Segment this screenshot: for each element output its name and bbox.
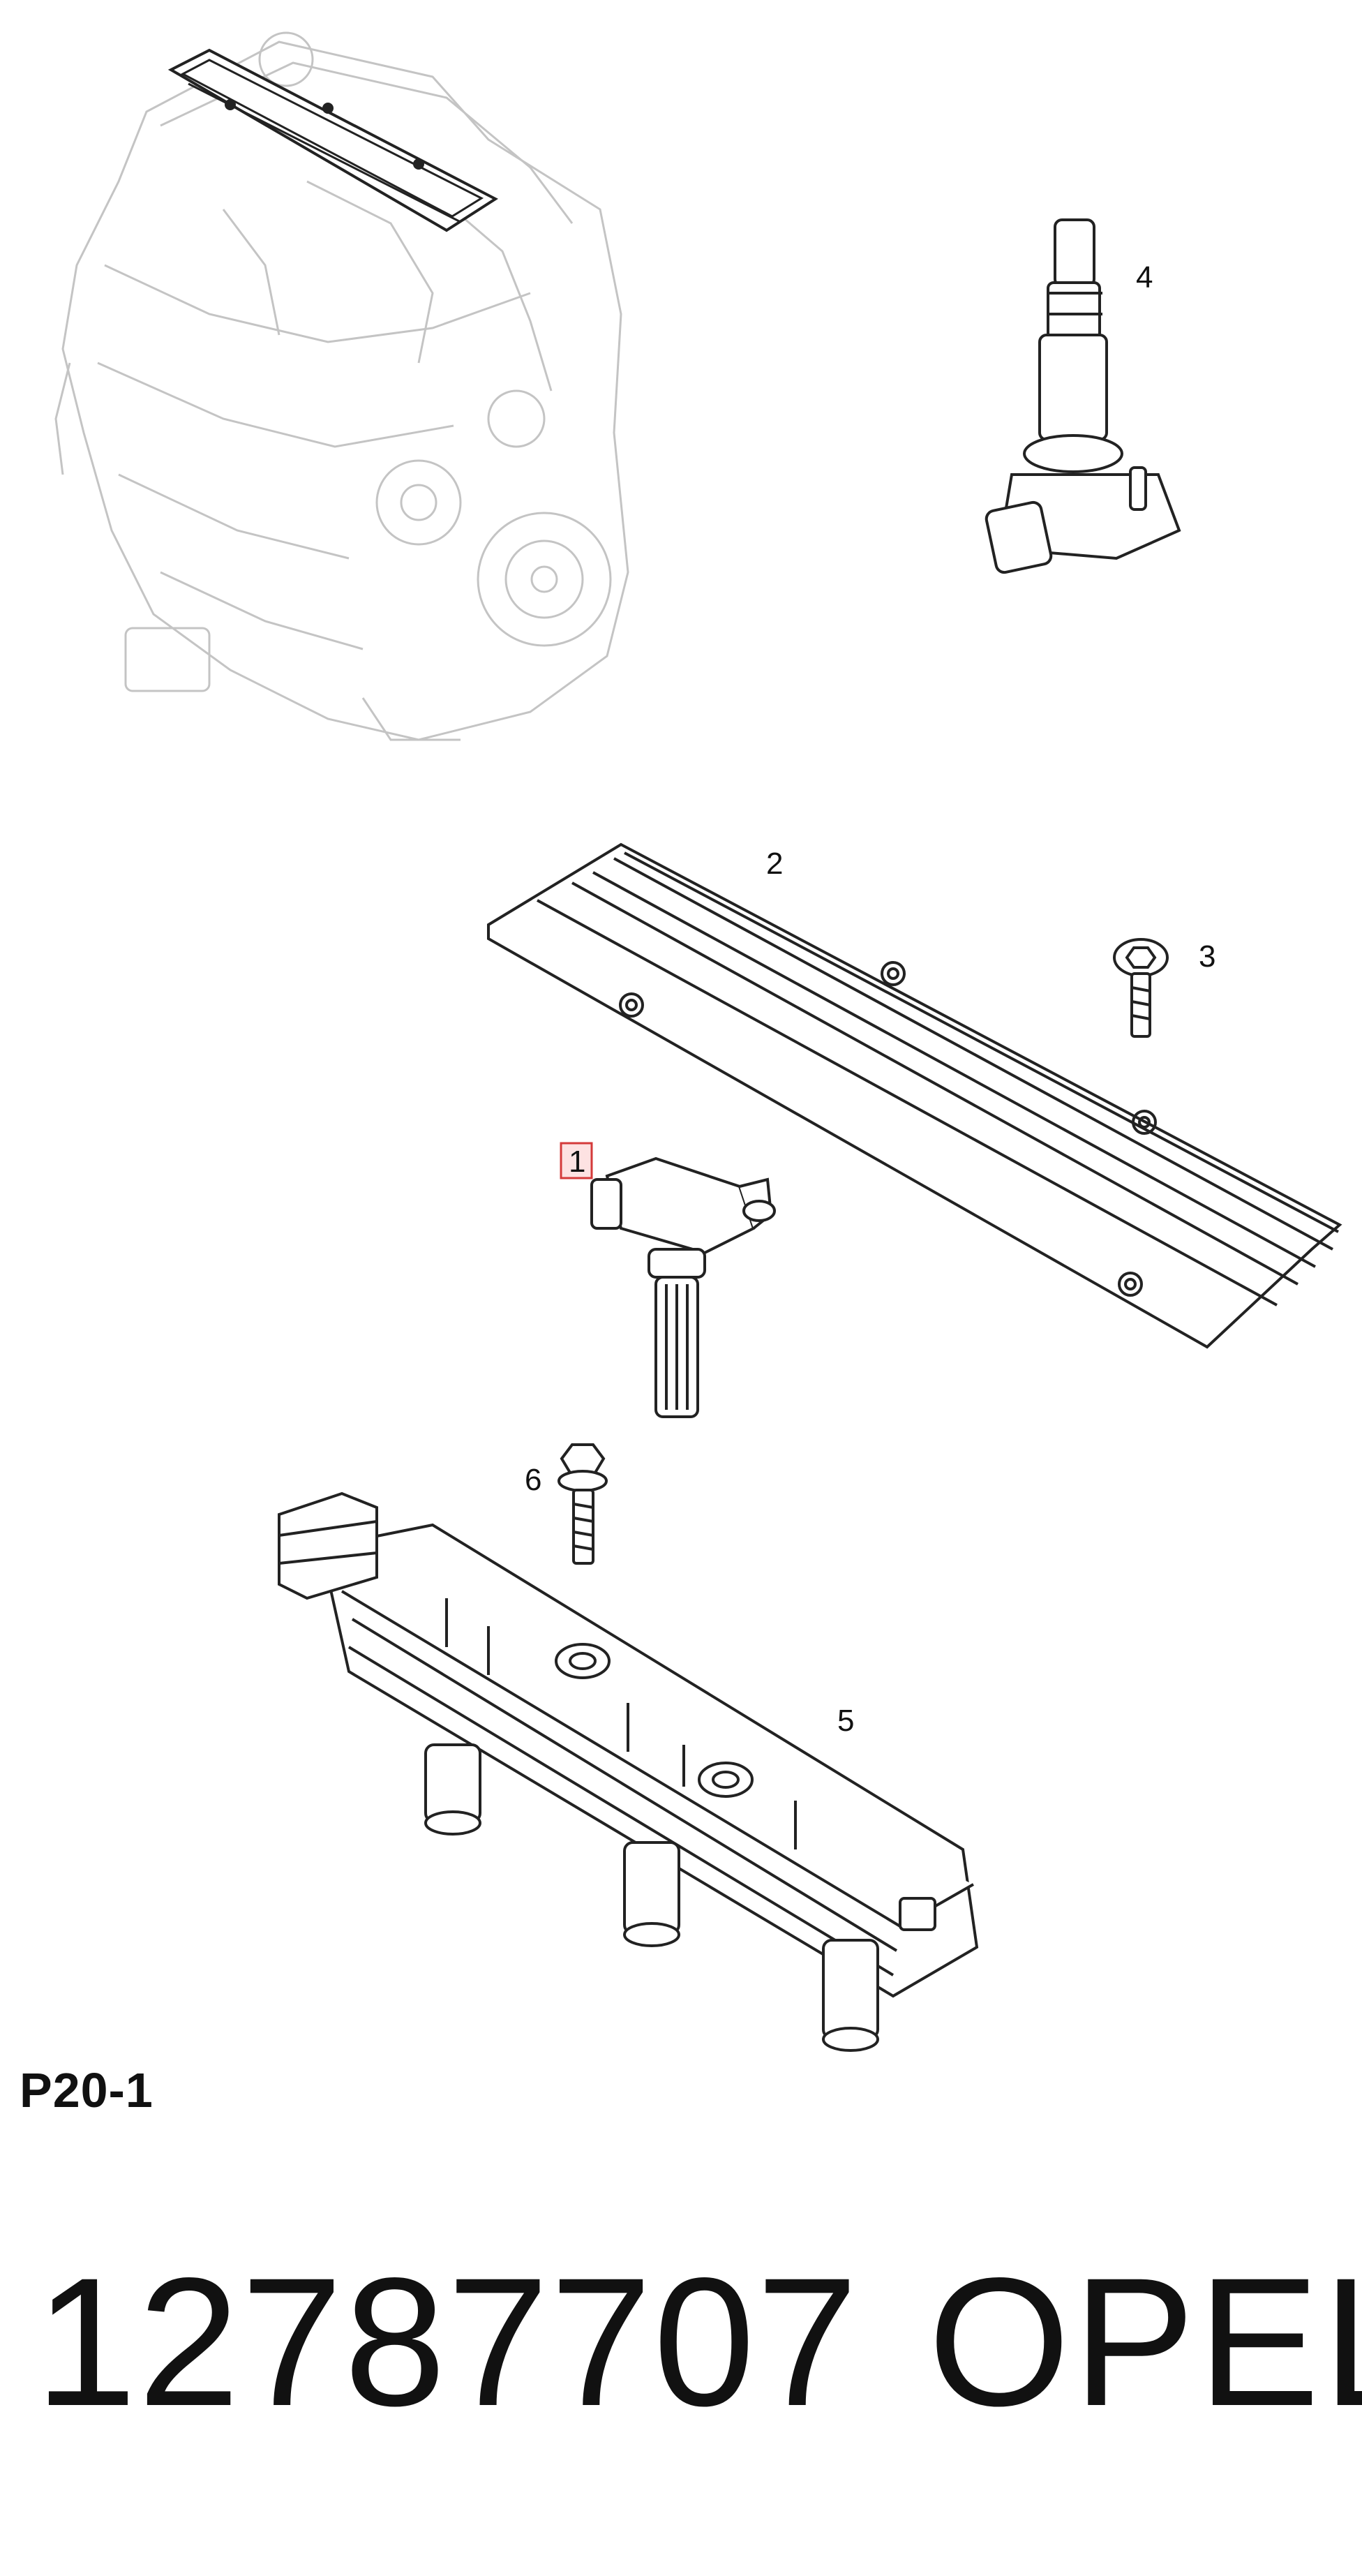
ignition-coil (590, 1156, 776, 1418)
callout-5-label: 5 (837, 1704, 854, 1738)
cover-screw (1113, 938, 1169, 1038)
callout-6-label: 6 (525, 1463, 541, 1497)
coil-cover (487, 842, 1342, 1349)
callout-3-label: 3 (1199, 939, 1215, 974)
brand-name: OPEL (928, 2240, 1362, 2444)
callout-1-box (560, 1142, 593, 1179)
engine-top-cover (167, 48, 498, 232)
page-code: P20-1 (20, 2063, 154, 2117)
callout-4-label: 4 (1136, 260, 1153, 295)
part-number: 12787707 (35, 2240, 860, 2444)
ignition-coil-pencil (985, 218, 1181, 574)
mounting-bolt (557, 1443, 608, 1565)
callout-1-label: 1 (569, 1145, 585, 1179)
ignition-module (278, 1491, 979, 2052)
callout-2-label: 2 (766, 847, 783, 881)
